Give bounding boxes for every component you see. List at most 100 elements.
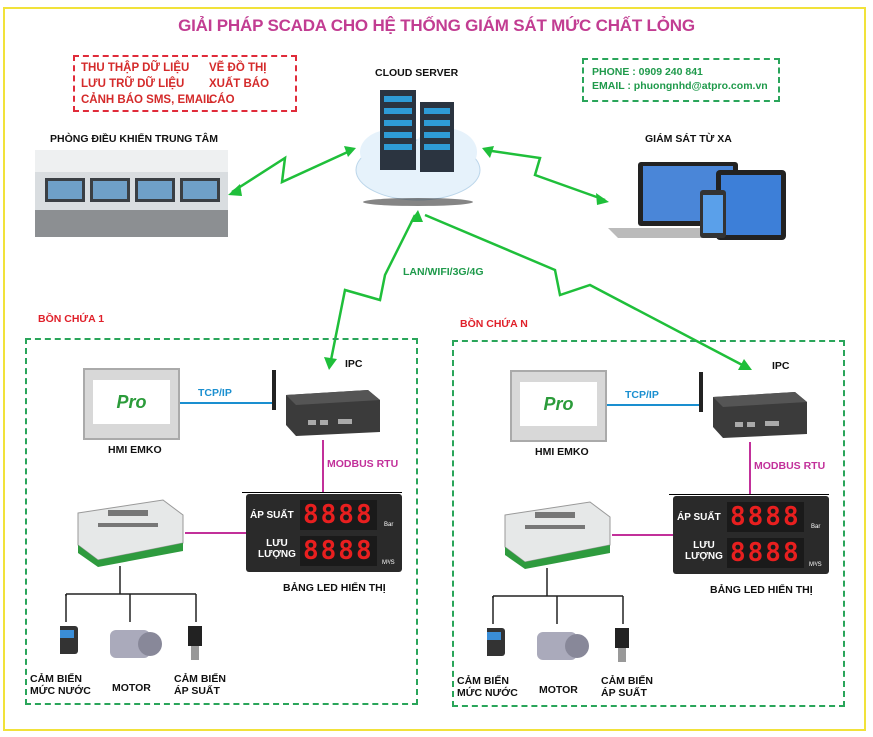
- field-devices: [60, 594, 202, 660]
- hmi-logo: Pro: [93, 380, 170, 424]
- led-row2-line: LƯỢNG: [685, 551, 723, 562]
- led-digits-pressure: 8888: [300, 500, 377, 530]
- led-digits-flow: 8888: [300, 536, 377, 566]
- feature-item: VẼ ĐỒ THỊ: [209, 62, 267, 74]
- motor-label: MOTOR: [112, 682, 151, 694]
- hmi-logo: Pro: [520, 382, 597, 426]
- motor-label: MOTOR: [539, 684, 578, 696]
- label-line: ÁP SUẤT: [601, 687, 647, 699]
- link-tank1: [328, 214, 417, 366]
- led-digits-flow: 8888: [727, 538, 804, 568]
- motor-icon: [110, 630, 162, 658]
- hmi-device: Pro: [510, 370, 607, 442]
- unit-bar: Bar: [384, 522, 394, 528]
- led-row2-line: LƯU: [266, 538, 288, 549]
- tcp-line: [607, 404, 699, 406]
- arrow-icon: [324, 357, 337, 370]
- pressure-sensor-icon: [188, 626, 202, 660]
- divider: [669, 494, 829, 495]
- label-line: MỨC NƯỚC: [30, 685, 91, 697]
- contact-box: PHONE : 0909 240 841 EMAIL : phuongnhd@a…: [582, 58, 780, 102]
- arrow-icon: [410, 210, 423, 222]
- pressure-sensor-icon: [615, 628, 629, 662]
- led-digits-pressure: 8888: [727, 502, 804, 532]
- arrow-icon: [738, 359, 752, 370]
- remote-monitor-label: GIÁM SÁT TỪ XA: [645, 133, 732, 145]
- tcp-line: [180, 402, 272, 404]
- diagram-frame: [3, 7, 866, 731]
- modbus-label: MODBUS RTU: [327, 458, 399, 470]
- tcp-label: TCP/IP: [198, 387, 232, 399]
- unit-flow: M³/S: [809, 562, 822, 568]
- cloud-server-icon: [355, 90, 481, 206]
- motor-icon: [537, 632, 589, 660]
- phone-text: PHONE : 0909 240 841: [592, 66, 703, 78]
- feature-item: XUẤT BÁO CÁO: [209, 78, 270, 106]
- feature-item: CẢNH BÁO SMS, EMAIL: [81, 94, 214, 106]
- modbus-line: [749, 442, 751, 494]
- control-room-image: [35, 150, 228, 237]
- tcp-label: TCP/IP: [625, 389, 659, 401]
- unit-bar: Bar: [811, 524, 821, 530]
- feature-item: LƯU TRỮ DỮ LIỆU: [81, 78, 185, 90]
- tank-title: BỒN CHỨA 1: [38, 313, 105, 325]
- led-row1-label: ÁP SUẤT: [250, 510, 294, 521]
- io-module: [77, 499, 184, 567]
- arrow-icon: [596, 193, 609, 205]
- led-panel-label: BẢNG LED HIỂN THỊ: [283, 582, 386, 594]
- hmi-label: HMI EMKO: [535, 446, 589, 458]
- tank-box: [25, 338, 418, 705]
- ipc-label: IPC: [345, 358, 363, 370]
- led-row1-label: ÁP SUẤT: [677, 512, 721, 523]
- tank-group: BỒN CHỨA N Pro HMI EMKO TCP/IP IPC MODBU…: [427, 2, 857, 737]
- led-row2-line: LƯU: [693, 540, 715, 551]
- network-label: LAN/WIFI/3G/4G: [403, 266, 484, 278]
- module-led-line: [612, 534, 673, 536]
- level-sensor-icon: [487, 628, 505, 656]
- label-line: MỨC NƯỚC: [457, 687, 518, 699]
- tank-title: BỒN CHỨA N: [460, 318, 528, 330]
- label-line: CẢM BIẾN: [601, 675, 653, 687]
- modbus-line: [322, 440, 324, 492]
- email-text[interactable]: EMAIL : phuongnhd@atpro.com.vn: [592, 80, 768, 92]
- tank-box: [452, 340, 845, 707]
- tank-group: BỒN CHỨA 1 Pro HMI EMKO TCP/IP IPC MODBU…: [0, 0, 430, 735]
- label-line: CẢM BIẾN: [457, 675, 509, 687]
- arrow-icon: [482, 146, 494, 158]
- arrow-icon: [344, 146, 356, 157]
- ipc-device: [699, 372, 807, 438]
- level-sensor-icon: [60, 626, 78, 654]
- hmi-device: Pro: [83, 368, 180, 440]
- unit-flow: M³/S: [382, 560, 395, 566]
- hmi-label: HMI EMKO: [108, 444, 162, 456]
- ipc-label: IPC: [772, 360, 790, 372]
- io-module: [504, 501, 611, 569]
- wiring: [492, 568, 623, 598]
- link-tankN: [424, 213, 749, 370]
- label-line: CẢM BIẾN: [30, 673, 82, 685]
- features-box: THU THẬP DỮ LIỆU LƯU TRỮ DỮ LIỆU CẢNH BÁ…: [73, 55, 297, 112]
- module-led-line: [185, 532, 246, 534]
- page-title: GIẢI PHÁP SCADA CHO HỆ THỐNG GIÁM SÁT MỨ…: [178, 16, 695, 35]
- field-devices: [487, 596, 629, 662]
- feature-item: THU THẬP DỮ LIỆU: [81, 62, 190, 74]
- label-line: CẢM BIẾN: [174, 673, 226, 685]
- laptop-tablet-image: [608, 162, 786, 240]
- led-panel-label: BẢNG LED HIỂN THỊ: [710, 584, 813, 596]
- cloud-server-label: CLOUD SERVER: [375, 67, 459, 79]
- control-room-label: PHÒNG ĐIỀU KHIỂN TRUNG TÂM: [50, 133, 218, 145]
- label-line: ÁP SUẤT: [174, 685, 220, 697]
- divider: [242, 492, 402, 493]
- link-control-room: [231, 148, 353, 194]
- modbus-label: MODBUS RTU: [754, 460, 826, 472]
- link-remote: [484, 148, 606, 202]
